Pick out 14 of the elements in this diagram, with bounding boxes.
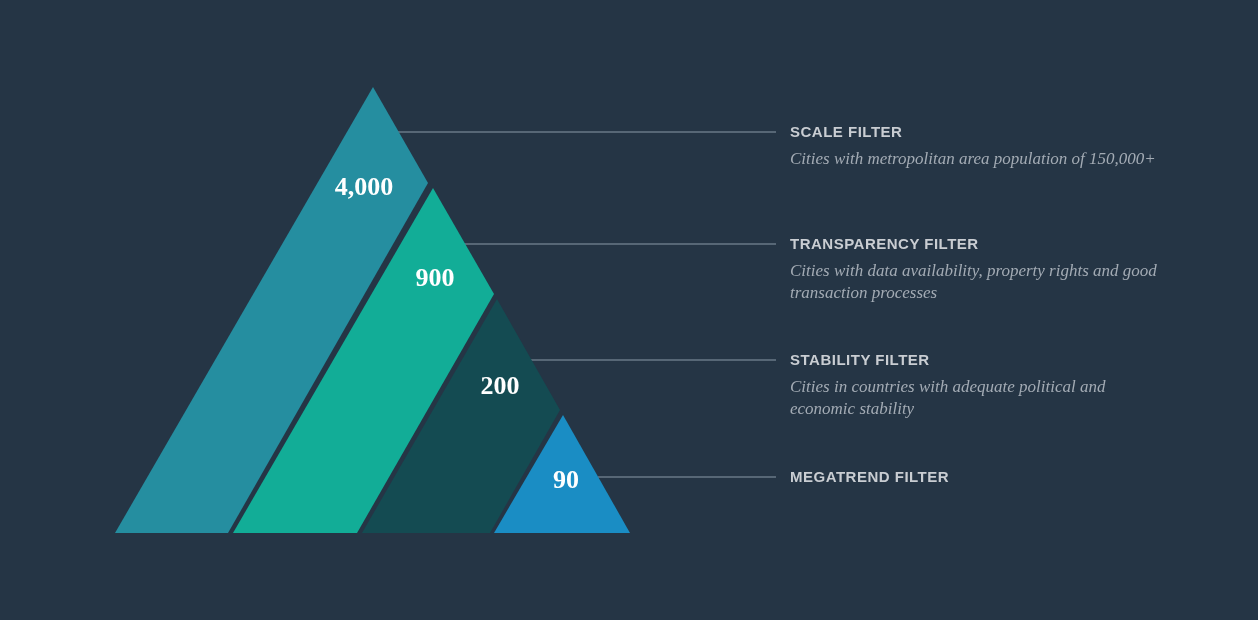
filter-heading: MEGATREND FILTER (790, 467, 951, 487)
filter-description: Cities in countries with adequate political and economic stability (790, 376, 1107, 420)
filter-heading: SCALE FILTER (790, 122, 904, 142)
leader-line (597, 476, 777, 478)
count-label: 4,000 (334, 174, 394, 200)
count-label: 900 (415, 265, 455, 291)
filter-description: Cities with data availability, property rights and good transaction processes (790, 260, 1158, 304)
count-label: 90 (553, 467, 579, 493)
filter-heading: TRANSPARENCY FILTER (790, 234, 980, 254)
count-label: 200 (480, 373, 520, 399)
leader-line (397, 131, 777, 133)
filter-heading: STABILITY FILTER (790, 350, 931, 370)
filter-description: Cities with metropolitan area population of 150,000+ (790, 148, 1157, 170)
leader-line (529, 359, 777, 361)
